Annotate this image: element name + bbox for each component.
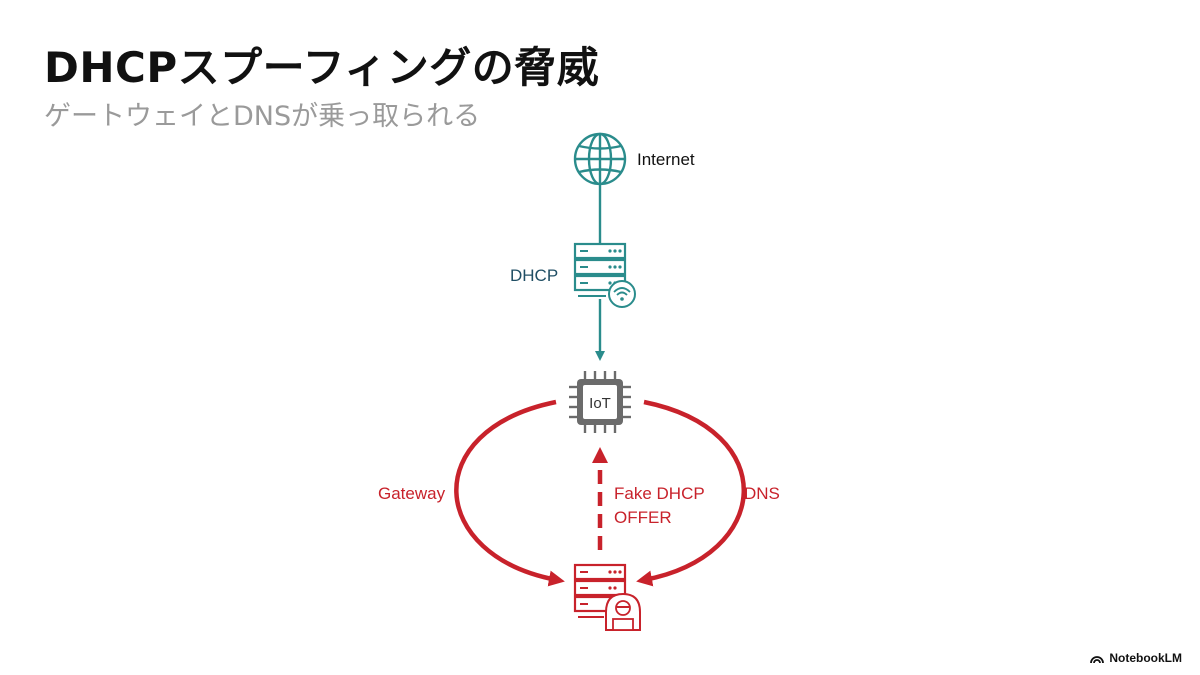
- brand-name: NotebookLM: [1109, 651, 1182, 665]
- page-title: DHCPスプーフィングの脅威: [44, 43, 600, 92]
- internet-label: Internet: [637, 150, 695, 169]
- dhcp-label: DHCP: [510, 266, 558, 285]
- fake-offer-label-line1: Fake DHCP: [614, 484, 705, 503]
- iot-label: IoT: [589, 395, 611, 412]
- notebooklm-logo-icon: [1090, 656, 1105, 663]
- dns-label: DNS: [744, 484, 780, 503]
- globe-icon: [573, 132, 627, 186]
- iot-chip-icon: [569, 371, 631, 433]
- gateway-label: Gateway: [378, 484, 446, 503]
- wifi-icon: [608, 280, 636, 308]
- page-subtitle: ゲートウェイとDNSが乗っ取られる: [44, 101, 481, 132]
- dns-arrow: [636, 399, 746, 587]
- brand-watermark: NotebookLM: [1090, 651, 1182, 665]
- gateway-arrow: [454, 399, 565, 587]
- fake-offer-label-line2: OFFER: [614, 508, 672, 527]
- hacker-icon: [605, 592, 641, 631]
